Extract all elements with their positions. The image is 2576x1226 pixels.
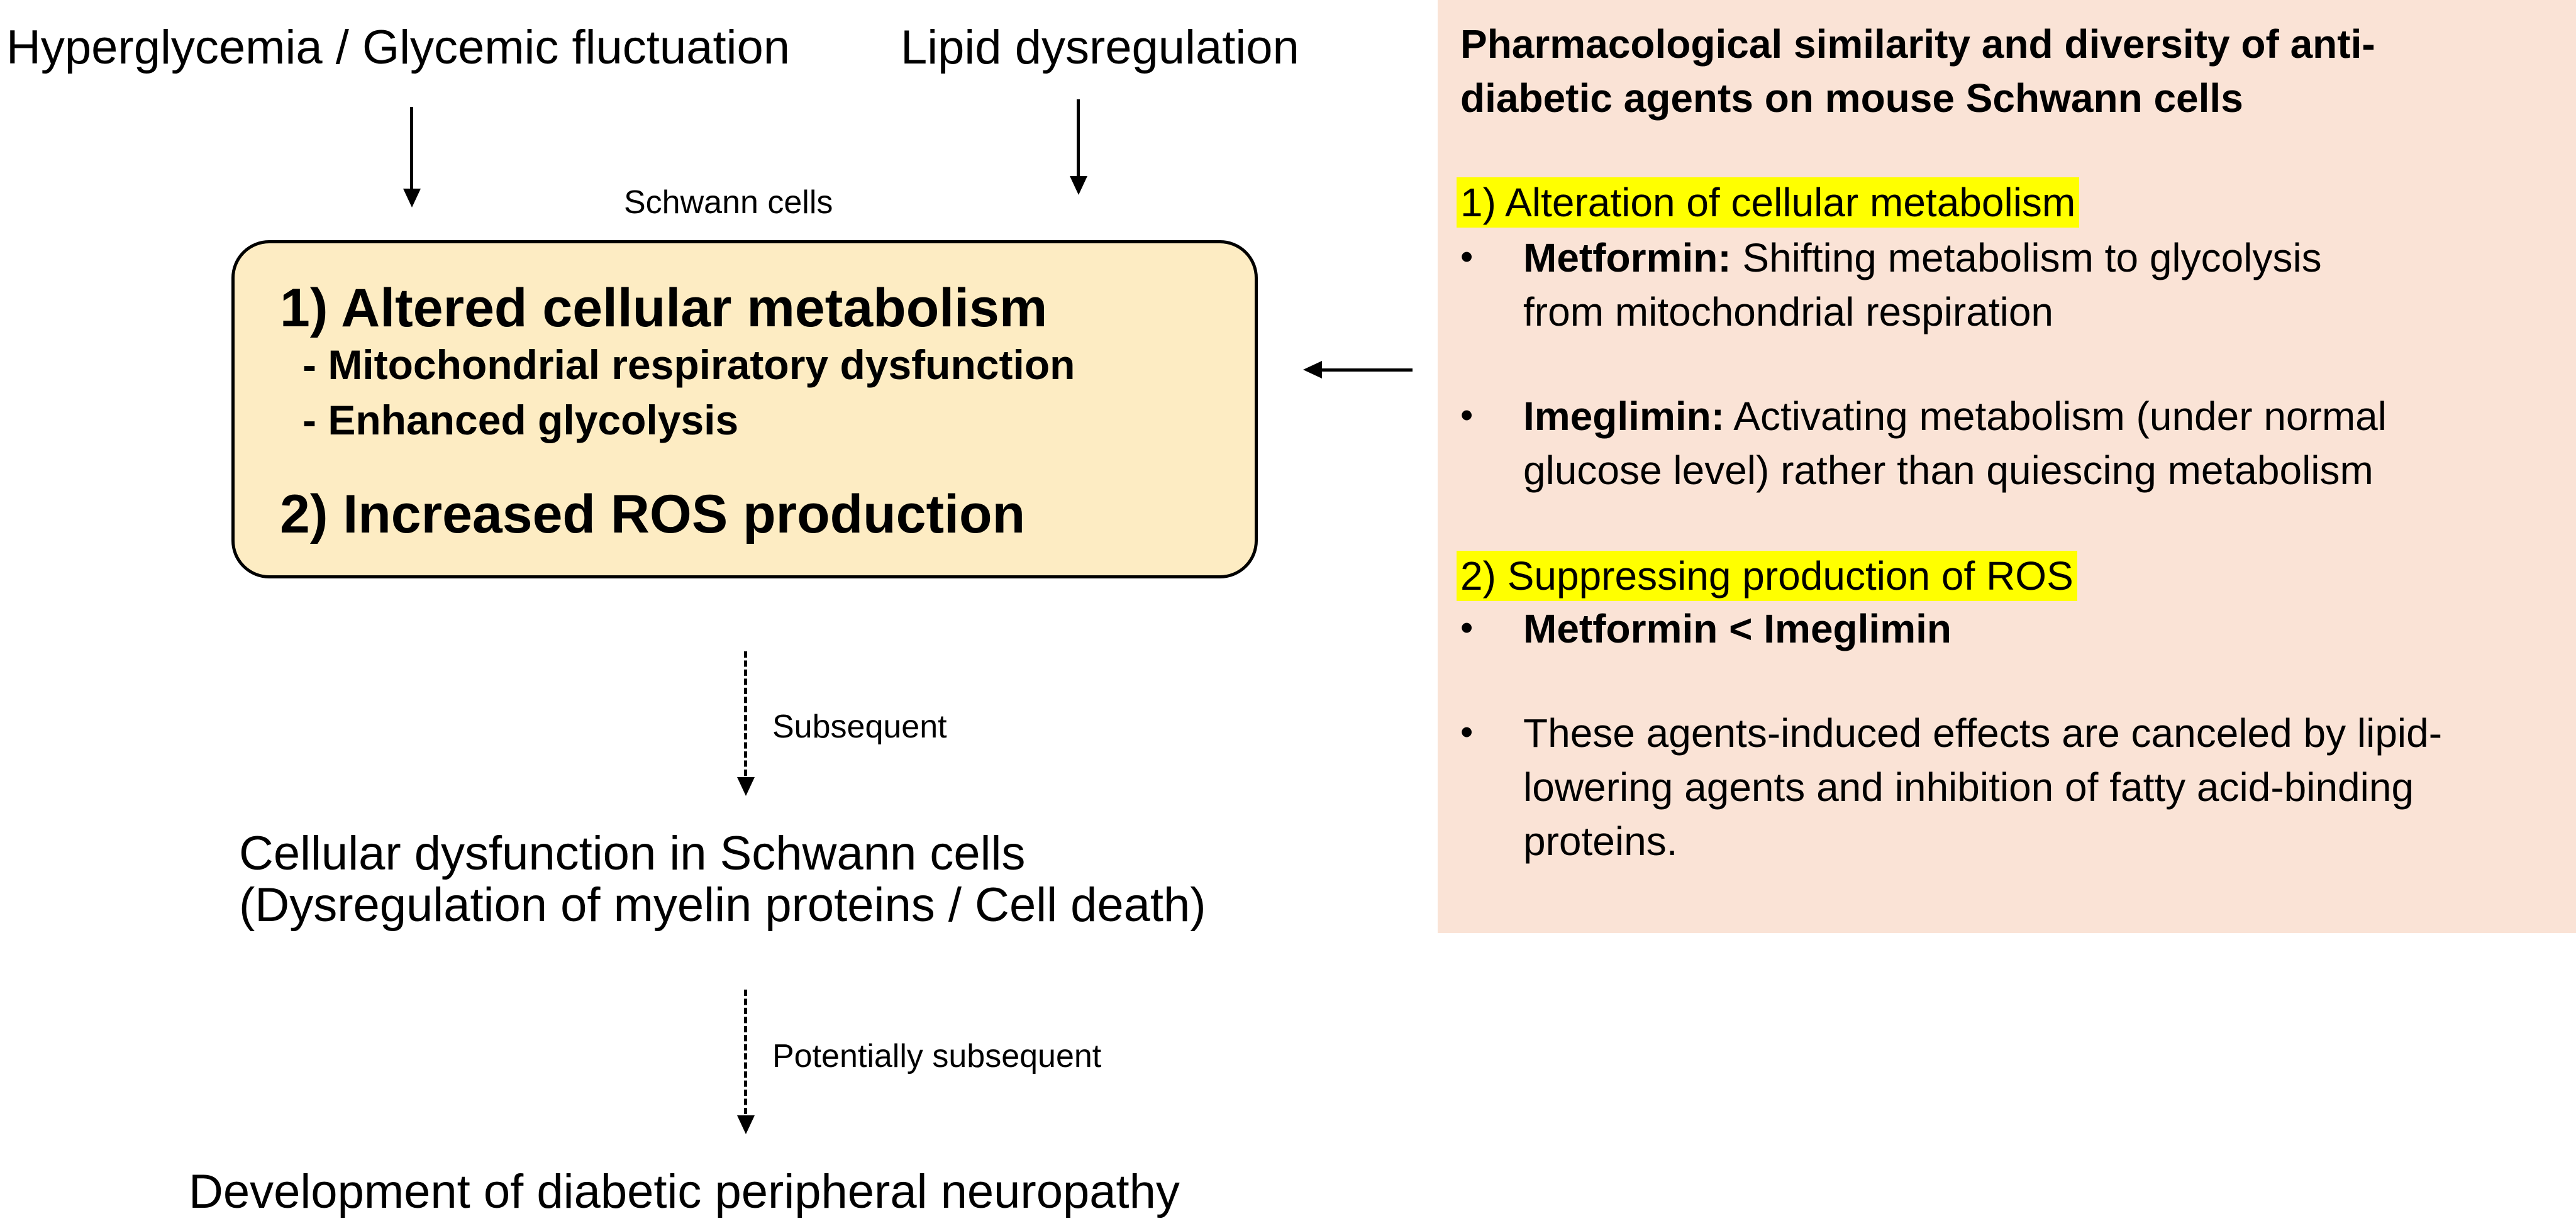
outcome-cellular-dysfunction-line2: (Dysregulation of myelin proteins / Cell… [239, 878, 1206, 932]
box-caption: Schwann cells [624, 184, 833, 221]
box-item1-sub1: - Mitochondrial respiratory dysfunction [303, 341, 1075, 388]
bullet-metformin: • [1460, 236, 1474, 277]
input-lipid-dysregulation: Lipid dysregulation [901, 21, 1299, 74]
imeglimin-effect-line1: Imeglimin: Activating metabolism (under … [1523, 394, 2387, 439]
box-item1-title: 1) Altered cellular metabolism [280, 278, 1048, 338]
imeglimin-label: Imeglimin: [1523, 394, 1725, 439]
schwann-cell-box: 1) Altered cellular metabolism - Mitocho… [231, 240, 1258, 578]
input-hyperglycemia: Hyperglycemia / Glycemic fluctuation [6, 21, 790, 74]
outcome-neuropathy: Development of diabetic peripheral neuro… [189, 1165, 1180, 1218]
section-metabolism-heading: 1) Alteration of cellular metabolism [1457, 177, 2080, 228]
panel-title-line2: diabetic agents on mouse Schwann cells [1460, 75, 2243, 121]
box-item1-sub2: - Enhanced glycolysis [303, 397, 739, 443]
bullet-imeglimin: • [1460, 395, 1474, 436]
arrow-subsequent-label: Subsequent [772, 709, 947, 745]
pharmacology-panel: Pharmacological similarity and diversity… [1438, 0, 2576, 933]
imeglimin-effect-line2: glucose level) rather than quiescing met… [1523, 448, 2373, 493]
outcome-cellular-dysfunction-line1: Cellular dysfunction in Schwann cells [239, 827, 1026, 880]
note-line2: lowering agents and inhibition of fatty … [1523, 765, 2414, 810]
metformin-effect-line1: Metformin: Shifting metabolism to glycol… [1523, 235, 2322, 280]
metformin-vs-imeglimin: Metformin < Imeglimin [1523, 606, 1951, 651]
metformin-label: Metformin: [1523, 235, 1731, 280]
note-line1: These agents-induced effects are cancele… [1523, 710, 2443, 756]
note-line3: proteins. [1523, 819, 1678, 864]
panel-title-line1: Pharmacological similarity and diversity… [1460, 21, 2375, 67]
bullet-comparison: • [1460, 607, 1474, 648]
bullet-note: • [1460, 712, 1474, 753]
arrow-potentially-subsequent-label: Potentially subsequent [772, 1038, 1102, 1074]
metformin-effect-line2: from mitochondrial respiration [1523, 289, 2053, 334]
section-ros-heading: 2) Suppressing production of ROS [1457, 551, 2077, 601]
box-item2-title: 2) Increased ROS production [280, 484, 1026, 544]
